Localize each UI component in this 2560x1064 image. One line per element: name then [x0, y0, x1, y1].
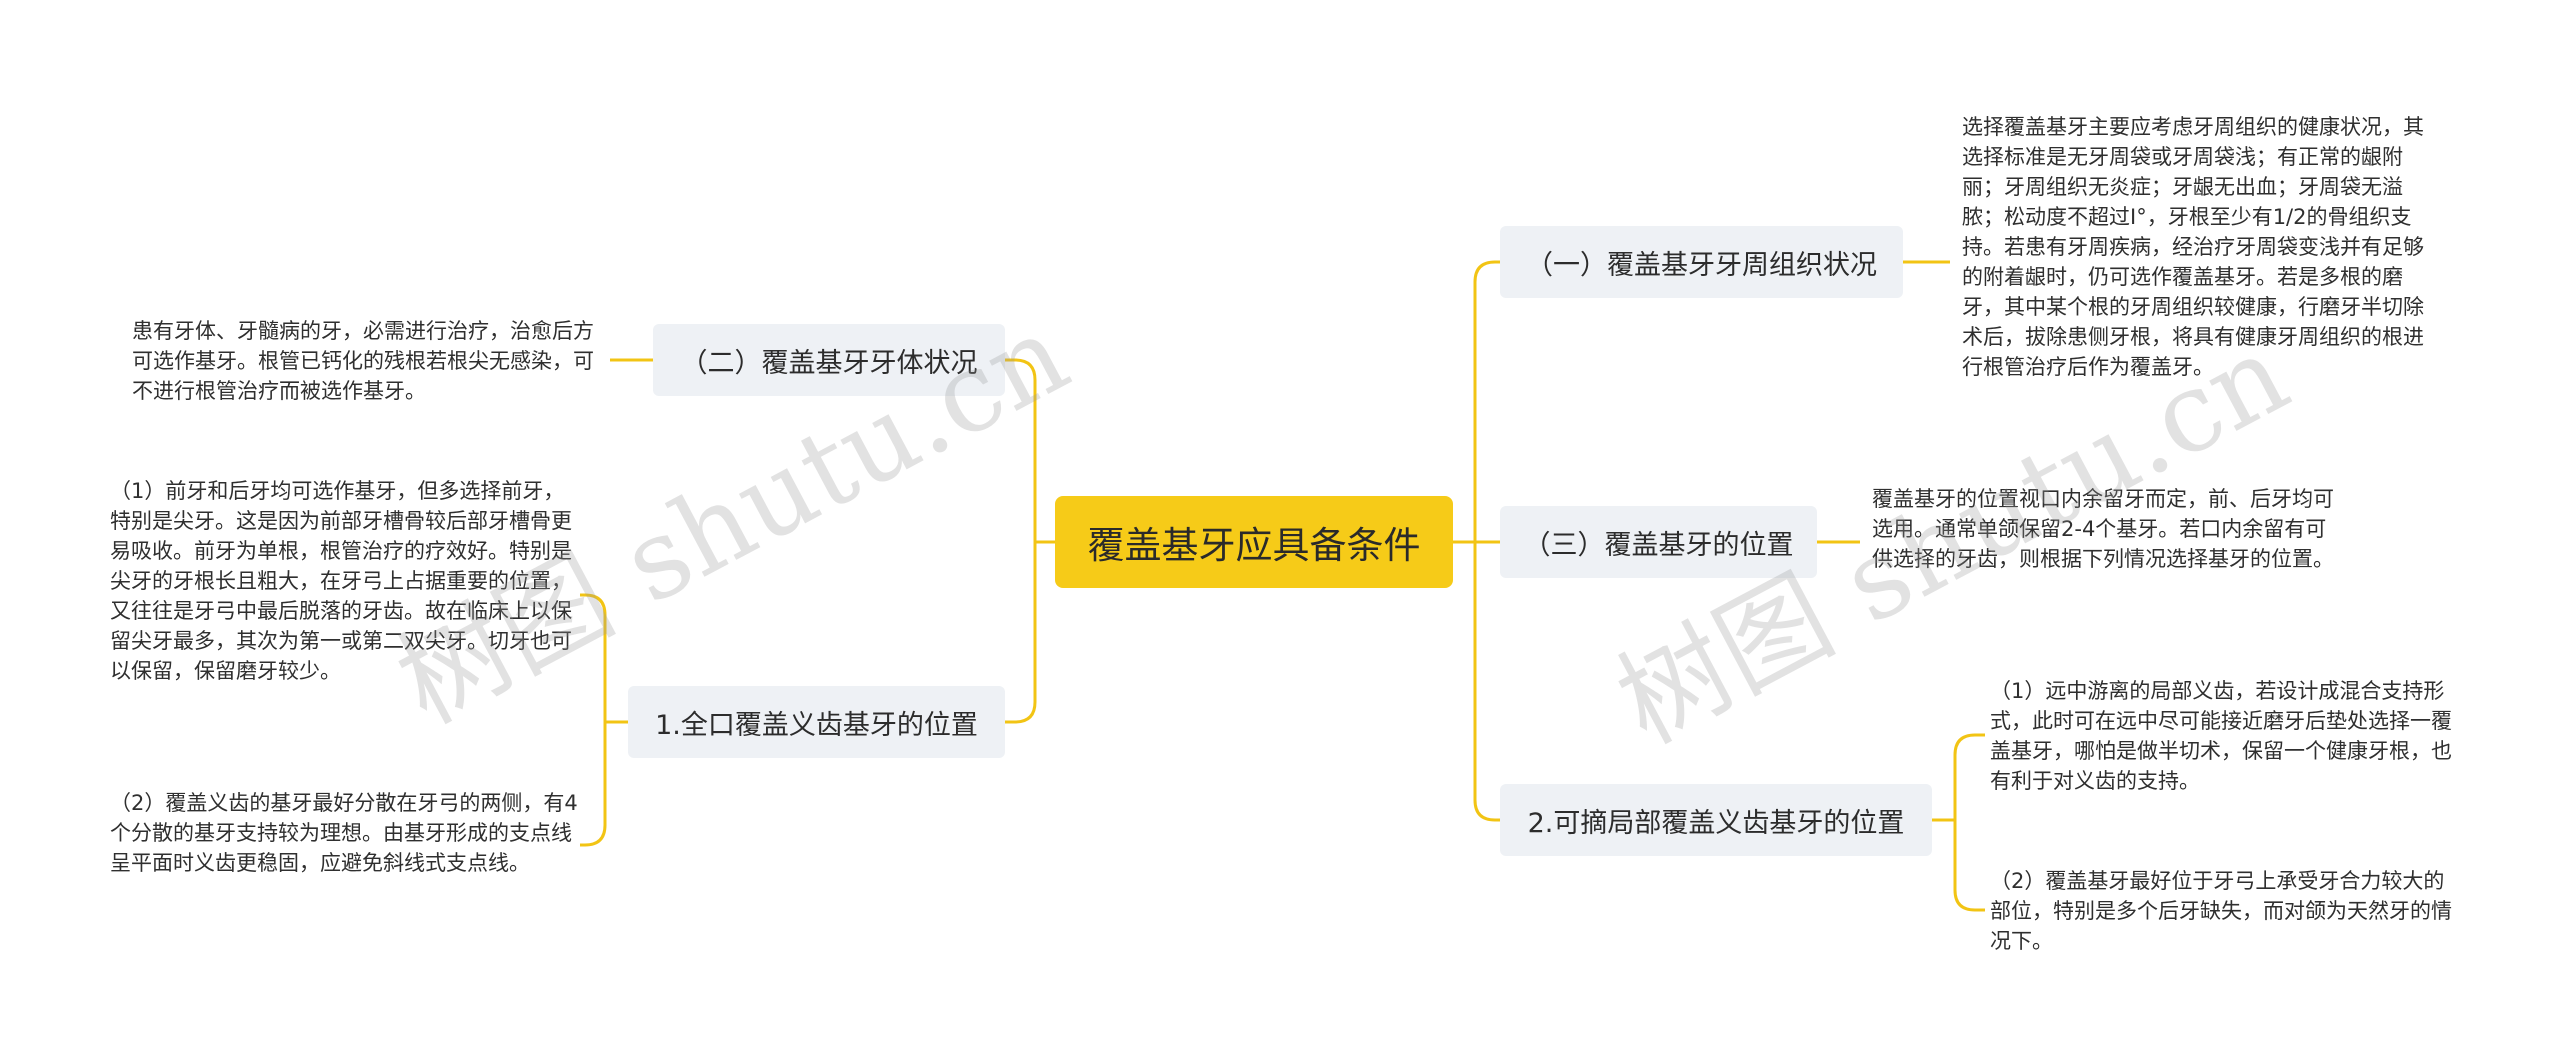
connector-leaf-complete-2: [580, 722, 607, 847]
connector-leaf-partial-2: [1953, 820, 1985, 912]
leaf-periodontal-detail: 选择覆盖基牙主要应考虑牙周组织的健康状况，其选择标准是无牙周袋或牙周袋浅；有正常…: [1962, 115, 2424, 379]
connector-leaf-partial-1: [1953, 733, 1985, 820]
leaf-position-detail: 覆盖基牙的位置视口内余留牙而定，前、后牙均可选用。通常单颌保留2-4个基牙。若口…: [1872, 487, 2334, 571]
connector-leaf-complete-1: [580, 593, 607, 722]
leaf-partial-detail-1: （1）远中游离的局部义齿，若设计成混合支持形式，此时可在远中尽可能接近磨牙后垫处…: [1990, 679, 2452, 793]
leaf-complete-detail-2: （2）覆盖义齿的基牙最好分散在牙弓的两侧，有4个分散的基牙支持较为理想。由基牙形…: [110, 791, 578, 875]
connector-branch-complete: [1005, 542, 1037, 724]
branch-periodontal-status[interactable]: （一）覆盖基牙牙周组织状况: [1500, 226, 1903, 298]
leaf-tooth-body-detail: 患有牙体、牙髓病的牙，必需进行治疗，治愈后方可选作基牙。根管已钙化的残根若根尖无…: [132, 319, 594, 403]
branch-complete-denture-position[interactable]: 1.全口覆盖义齿基牙的位置: [628, 686, 1005, 758]
branch-tooth-body-status[interactable]: （二）覆盖基牙牙体状况: [653, 324, 1005, 396]
leaf-complete-detail-1: （1）前牙和后牙均可选作基牙，但多选择前牙，特别是尖牙。这是因为前部牙槽骨较后部…: [110, 479, 572, 683]
root-topic[interactable]: 覆盖基牙应具备条件: [1055, 496, 1453, 588]
connector-branch-partial: [1473, 542, 1500, 822]
branch-abutment-position[interactable]: （三）覆盖基牙的位置: [1500, 506, 1817, 578]
connector-branch-periodontal: [1473, 260, 1500, 542]
branch-removable-partial-position[interactable]: 2.可摘局部覆盖义齿基牙的位置: [1500, 784, 1932, 856]
leaf-partial-detail-2: （2）覆盖基牙最好位于牙弓上承受牙合力较大的部位，特别是多个后牙缺失，而对颌为天…: [1990, 869, 2452, 953]
connector-branch-toothbody: [1005, 358, 1037, 542]
